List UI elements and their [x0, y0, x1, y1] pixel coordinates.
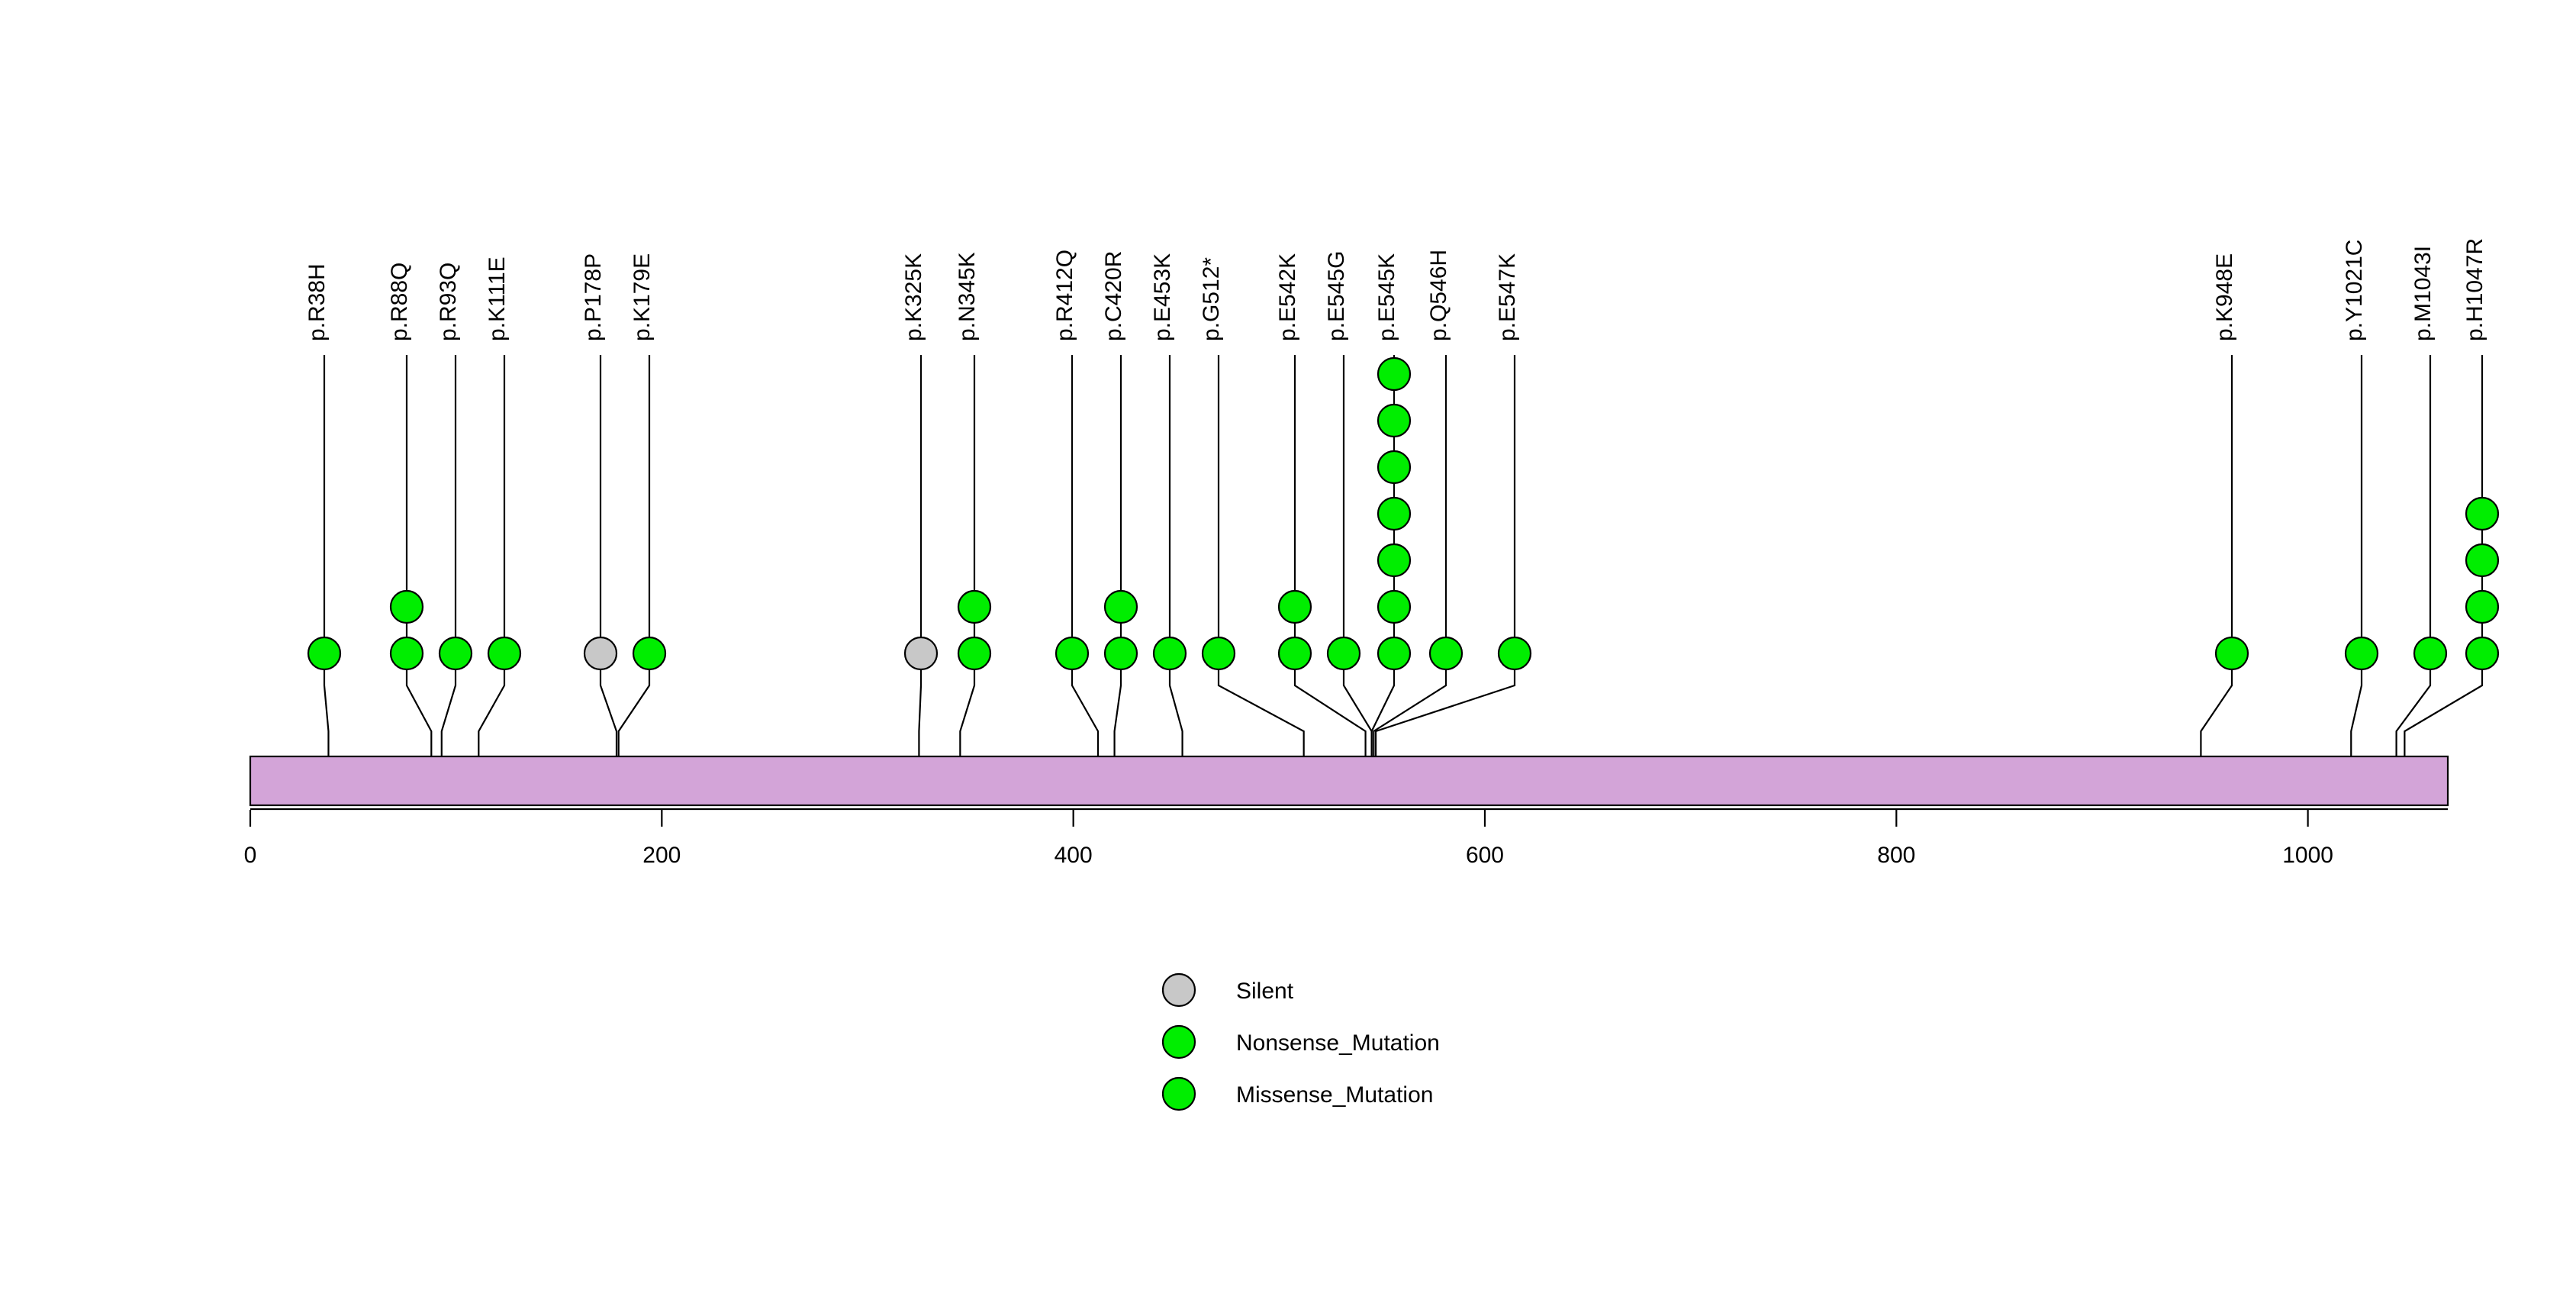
mutation-dot[interactable] — [1277, 636, 1312, 671]
x-axis-tick-label: 400 — [1055, 843, 1093, 868]
mutation-label: p.K179E — [630, 253, 655, 341]
mutation-label: p.E542K — [1275, 253, 1300, 341]
mutation-label: p.R412Q — [1052, 250, 1077, 341]
mutation-dot[interactable] — [1377, 356, 1412, 392]
mutation-dot[interactable] — [1497, 636, 1532, 671]
mutation-dot[interactable] — [2465, 589, 2500, 624]
mutation-stem — [323, 355, 330, 805]
mutation-label: p.M1043I — [2410, 246, 2436, 341]
mutation-dot[interactable] — [1152, 636, 1187, 671]
mutation-dot[interactable] — [2465, 496, 2500, 531]
mutation-dot[interactable] — [1103, 589, 1138, 624]
mutation-dot[interactable] — [1103, 636, 1138, 671]
mutation-label: p.K948E — [2212, 253, 2237, 341]
mutation-stem — [440, 355, 457, 805]
mutation-stem — [2395, 355, 2432, 805]
mutation-dot[interactable] — [2413, 636, 2448, 671]
mutation-label: p.R38H — [304, 263, 330, 341]
x-axis-tick-label: 600 — [1466, 843, 1504, 868]
mutation-stem — [617, 355, 651, 805]
mutation-label: p.Y1021C — [2342, 240, 2367, 341]
mutation-dot[interactable] — [2465, 636, 2500, 671]
mutation-dot[interactable] — [307, 636, 342, 671]
mutation-stem — [1071, 355, 1100, 805]
mutation-dot[interactable] — [583, 636, 618, 671]
protein-domain-bar — [249, 755, 2449, 807]
mutation-stem — [2404, 355, 2484, 805]
mutation-label: p.Q546H — [1426, 250, 1451, 341]
mutation-label: p.R88Q — [387, 263, 412, 341]
mutation-dot[interactable] — [1201, 636, 1236, 671]
mutation-stem — [1113, 355, 1122, 805]
mutation-label: p.E545G — [1324, 251, 1349, 341]
mutation-dot[interactable] — [1377, 636, 1412, 671]
protein-bar-layer — [249, 755, 2449, 807]
mutation-label: p.N345K — [955, 252, 980, 341]
legend-swatch[interactable] — [1161, 1076, 1196, 1111]
x-axis-tick-label: 200 — [642, 843, 681, 868]
mutation-stem — [1293, 355, 1367, 805]
mutation-dot[interactable] — [957, 589, 992, 624]
mutation-stem — [918, 355, 923, 805]
x-axis-tick-label: 800 — [1877, 843, 1915, 868]
mutation-label: p.G512* — [1199, 257, 1224, 341]
mutation-dot[interactable] — [2214, 636, 2249, 671]
mutation-dot[interactable] — [1377, 543, 1412, 578]
mutation-label: p.E453K — [1150, 253, 1175, 341]
legend-label: Nonsense_Mutation — [1236, 1030, 1440, 1056]
x-axis-tick-label: 0 — [244, 843, 257, 868]
mutation-label-layer: p.R38H p.R88Q p.R93Q p.K111E p.P178P p.K179E p… — [304, 238, 2487, 341]
mutation-dot[interactable] — [1377, 589, 1412, 624]
mutation-label: p.C420R — [1101, 251, 1126, 341]
mutation-dot[interactable] — [632, 636, 667, 671]
mutation-stem — [405, 355, 433, 805]
mutation-dot[interactable] — [903, 636, 939, 671]
mutation-dot-layer — [307, 356, 2500, 671]
mutation-dot[interactable] — [1377, 450, 1412, 485]
mutation-dot[interactable] — [438, 636, 473, 671]
mutation-dot[interactable] — [2344, 636, 2379, 671]
mutation-stem — [599, 355, 618, 805]
mutation-dot[interactable] — [1055, 636, 1090, 671]
mutation-stem — [2350, 355, 2363, 805]
mutation-label: p.E547K — [1495, 253, 1520, 341]
mutation-label: p.H1047R — [2462, 238, 2487, 341]
legend-label: Missense_Mutation — [1236, 1082, 1433, 1108]
mutation-dot[interactable] — [1377, 496, 1412, 531]
mutation-label: p.K325K — [901, 253, 926, 341]
mutation-stem — [1217, 355, 1305, 805]
mutation-dot[interactable] — [2465, 543, 2500, 578]
mutation-dot[interactable] — [487, 636, 522, 671]
mutation-stem — [1342, 355, 1373, 805]
legend-label: Silent — [1236, 979, 1294, 1004]
mutation-stem — [478, 355, 506, 805]
legend-swatch[interactable] — [1161, 1024, 1196, 1059]
legend-swatch[interactable] — [1161, 972, 1196, 1008]
mutation-dot[interactable] — [389, 636, 424, 671]
mutation-label: p.E545K — [1374, 253, 1399, 341]
x-axis-tick-label: 1000 — [2282, 843, 2333, 868]
mutation-label: p.R93Q — [436, 263, 461, 341]
mutation-dot[interactable] — [1277, 589, 1312, 624]
mutation-dot[interactable] — [957, 636, 992, 671]
mutation-label: p.P178P — [581, 253, 606, 341]
mutation-dot[interactable] — [1377, 403, 1412, 438]
mutation-dot[interactable] — [1326, 636, 1361, 671]
mutation-stem — [959, 355, 976, 805]
mutation-label: p.K111E — [485, 256, 510, 341]
mutation-dot[interactable] — [1428, 636, 1463, 671]
mutation-stem — [2200, 355, 2233, 805]
mutation-dot[interactable] — [389, 589, 424, 624]
mutation-stem — [1168, 355, 1183, 805]
axis-layer: 0 200 400 600 800 1000 — [244, 808, 2448, 868]
